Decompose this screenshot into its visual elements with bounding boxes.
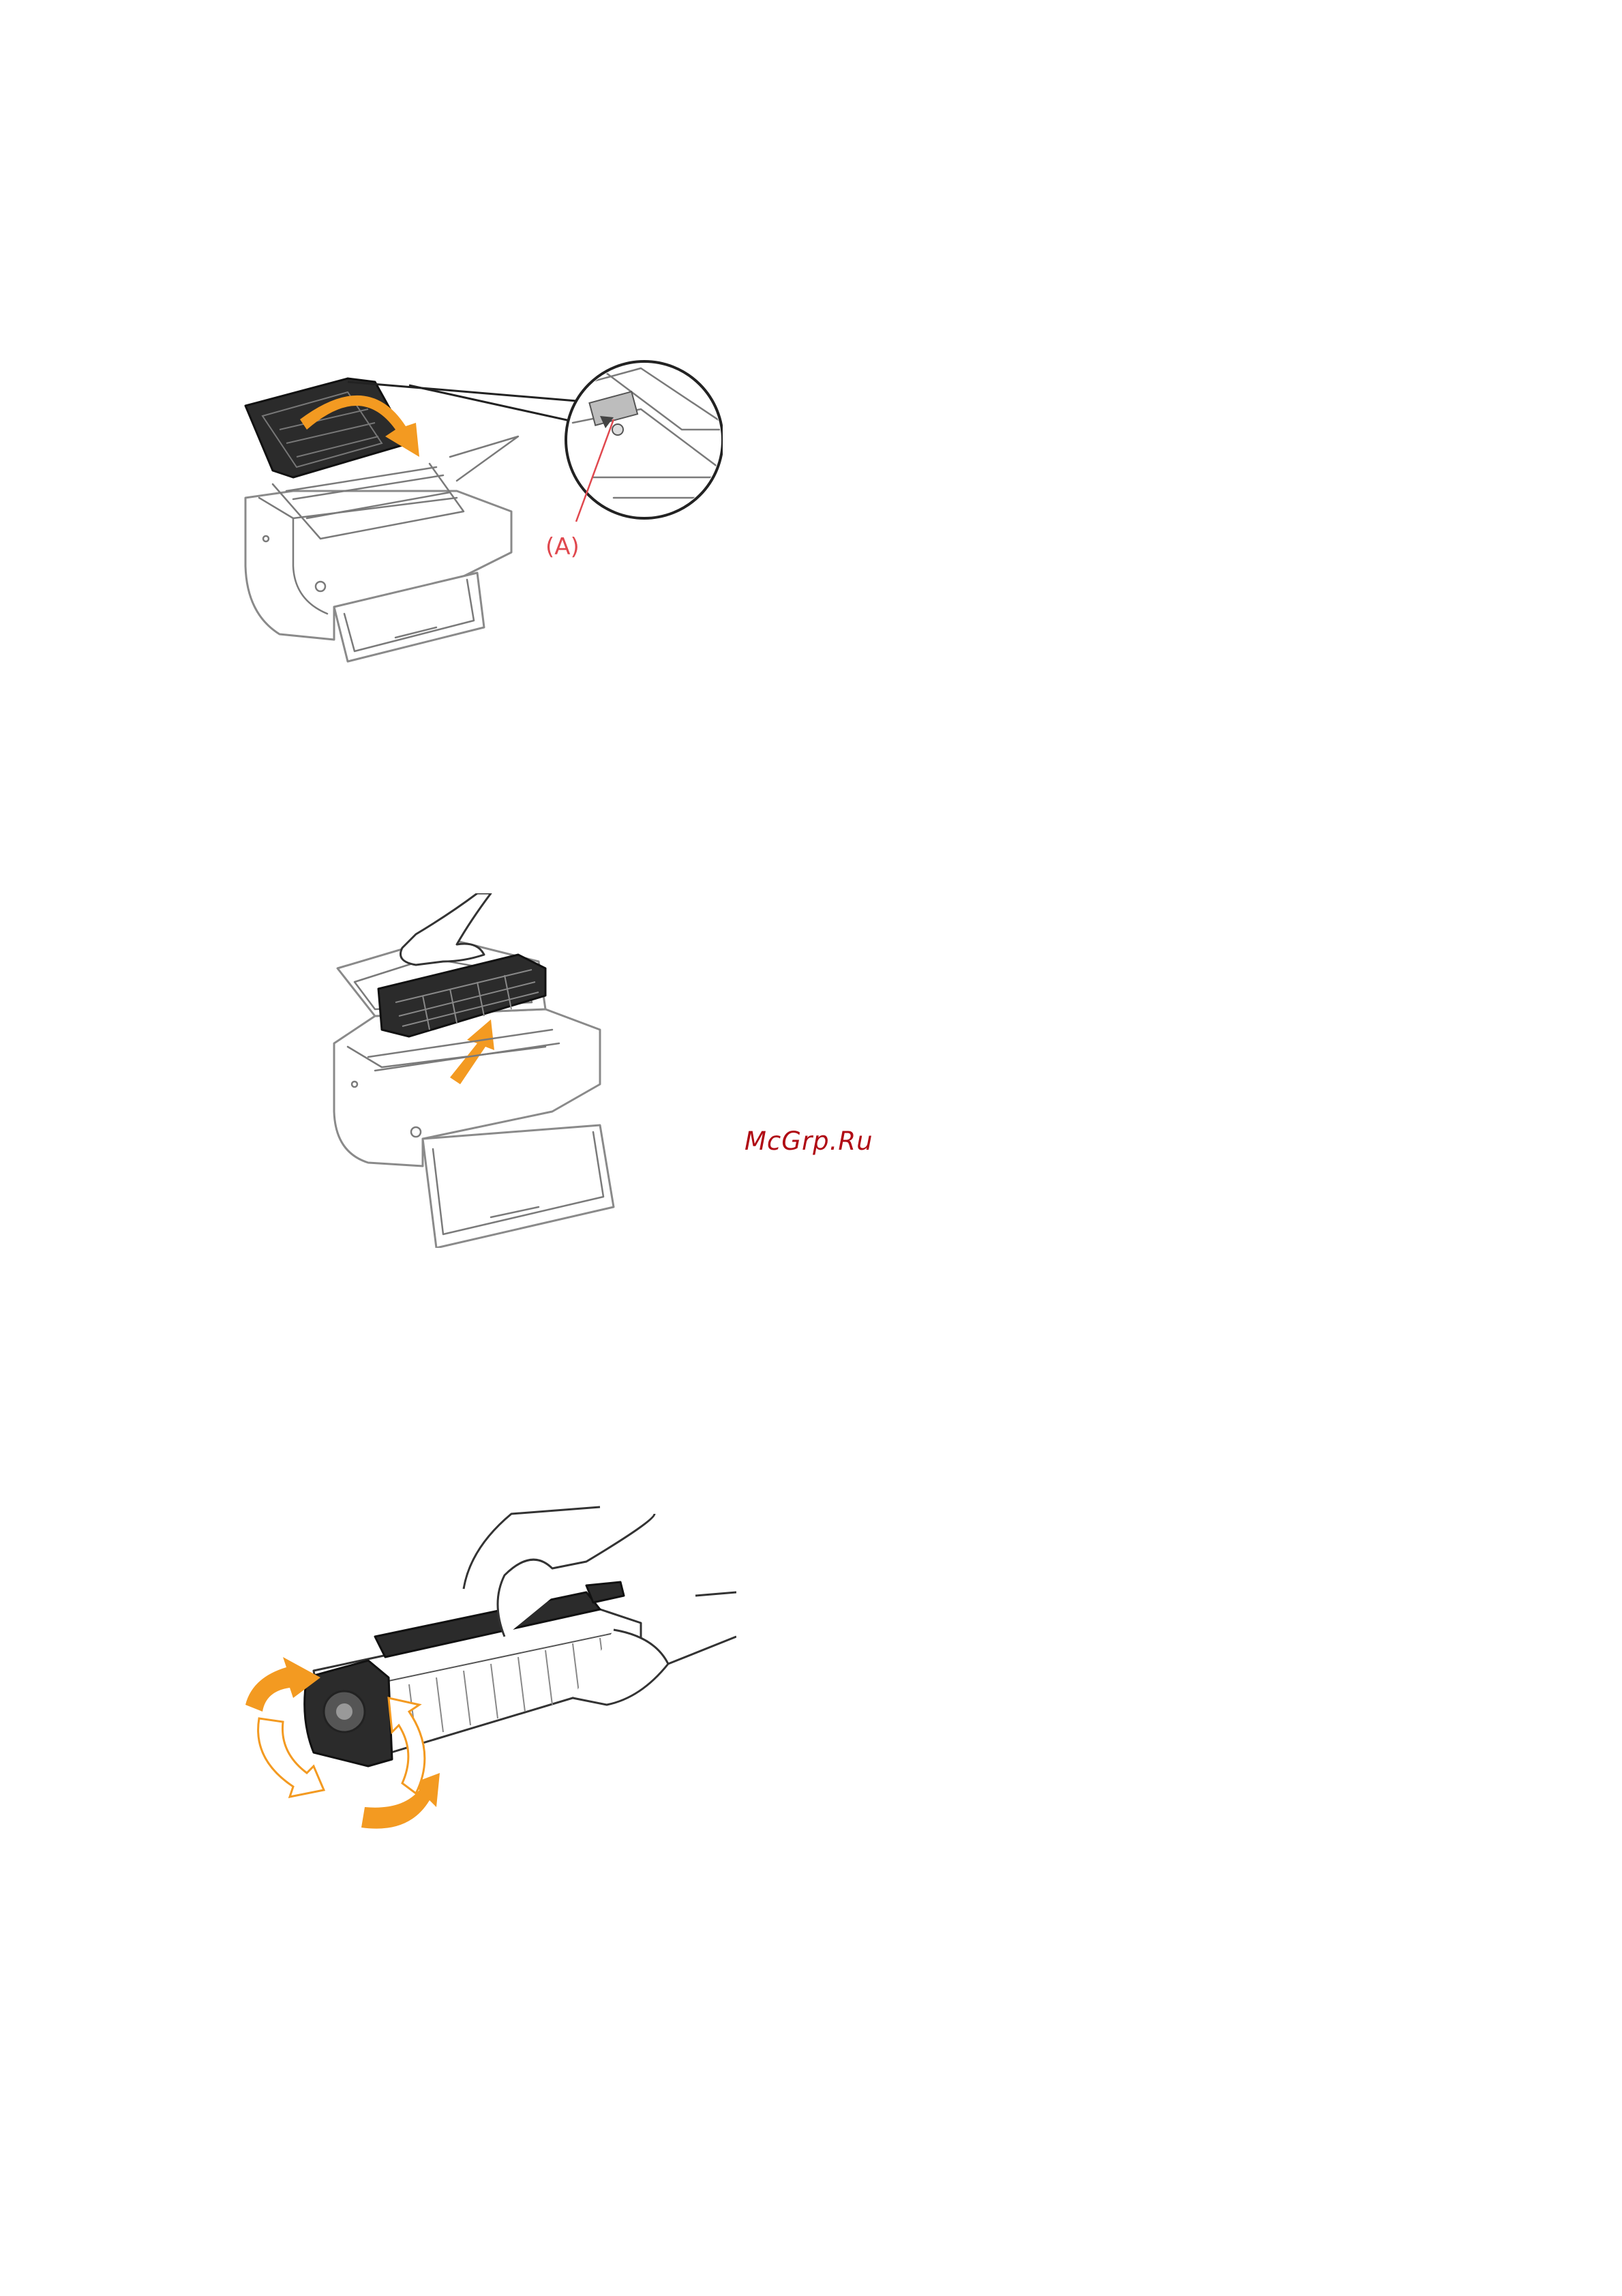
- cartridge-removal-illustration: [314, 893, 627, 1248]
- figure-shake-cartridge: [232, 1473, 736, 1855]
- callout-label-a: (A): [545, 533, 580, 561]
- printer-open-cover-illustration: [232, 341, 723, 696]
- figure-remove-cartridge: [314, 893, 627, 1248]
- watermark-text: McGrp.Ru: [745, 1127, 873, 1156]
- figure-open-cover: [232, 341, 723, 696]
- cartridge-shake-illustration: [232, 1473, 736, 1855]
